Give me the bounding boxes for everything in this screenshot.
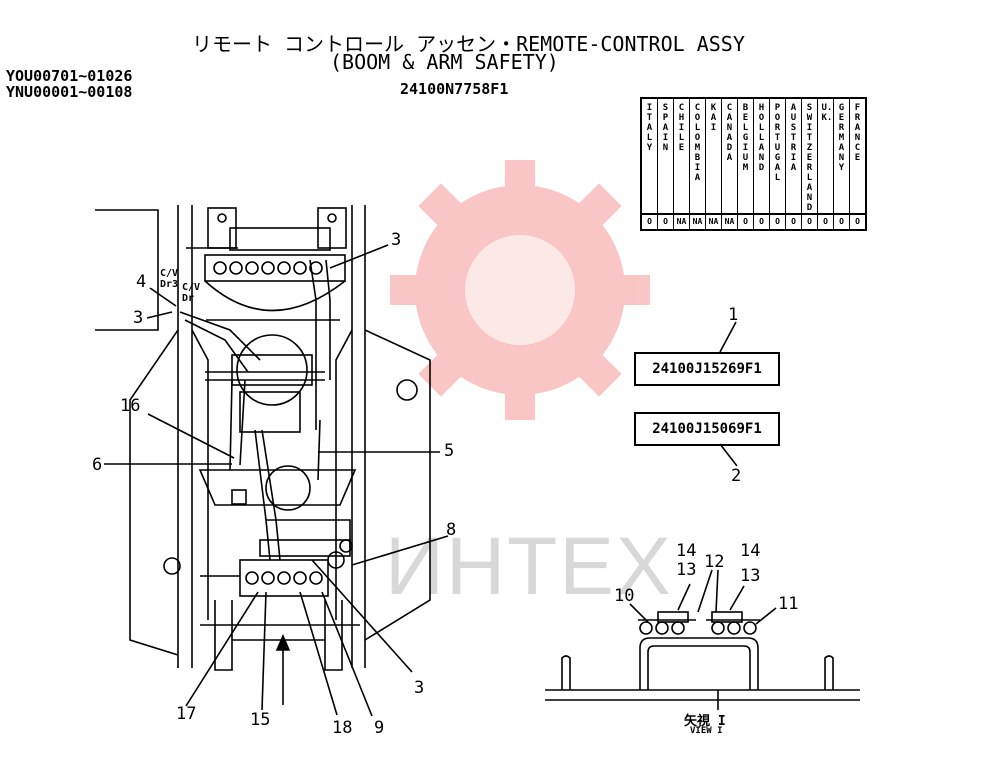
country-table: ITALY SPAIN CHILE COLOMBIA KAI CANADA BELGIUM H… [640, 97, 867, 231]
country-name: KAI [710, 103, 717, 133]
callout-3-bottom: 3 [414, 678, 425, 698]
country-name: GERMANY [838, 103, 845, 173]
view-callout-10: 10 [614, 586, 635, 606]
country-name-cell: HOLLAND [753, 97, 770, 215]
country-name-cell: COLOMBIA [689, 97, 706, 215]
cv-label-1: C/V [160, 268, 179, 279]
country-name: U.K. [821, 103, 833, 123]
country-name-cell: PORTUGAL [769, 97, 786, 215]
country-mark: O [785, 213, 802, 231]
callout-9: 9 [374, 718, 385, 738]
view-callout-14-right: 14 [740, 541, 761, 561]
country-mark: O [833, 213, 850, 231]
view-callout-13-right: 13 [740, 566, 761, 586]
callout-16: 16 [120, 396, 141, 416]
item-1-code-box: 24100J15269F1 [634, 352, 780, 386]
country-mark: O [849, 213, 867, 231]
item-2-number: 2 [731, 466, 742, 486]
view-label-jp: 矢視 I [684, 714, 726, 729]
page-subtitle: (BOOM & ARM SAFETY) [330, 50, 559, 74]
view-callout-13-left: 13 [676, 560, 697, 580]
callout-4: 4 [136, 272, 147, 292]
view-callout-12: 12 [704, 552, 725, 572]
country-name: SWITZER LAND [806, 103, 813, 213]
view-callout-14-left: 14 [676, 541, 697, 561]
assembly-part-number: 24100N7758F1 [400, 80, 509, 98]
item-1-number: 1 [728, 305, 739, 325]
country-name: CANADA [726, 103, 733, 163]
view-callout-11: 11 [778, 594, 799, 614]
cv-label-2: C/V [182, 282, 201, 293]
callout-17: 17 [176, 704, 197, 724]
country-mark: O [657, 213, 674, 231]
item-2-code-box: 24100J15069F1 [634, 412, 780, 446]
callout-8: 8 [446, 520, 457, 540]
cv-label-2b: Dr [182, 293, 195, 304]
callout-3-left: 3 [133, 308, 144, 328]
country-name: HOLLAND [758, 103, 765, 173]
serial-range-1: YOU00701~01026 [6, 67, 133, 85]
callout-5: 5 [444, 441, 455, 461]
callout-18: 18 [332, 718, 353, 738]
cv-label-1b: Dr3 [160, 279, 179, 290]
callout-3-top: 3 [391, 230, 402, 250]
country-name: CHILE [678, 103, 685, 153]
callout-15: 15 [250, 710, 271, 730]
country-mark: NA [673, 213, 690, 231]
country-name: FRANCE [854, 103, 861, 163]
country-name-cell: FRANCE [849, 97, 867, 215]
country-mark: O [737, 213, 754, 231]
country-name-cell: GERMANY [833, 97, 850, 215]
view-label-en: VIEW I [690, 726, 723, 736]
callout-6: 6 [92, 455, 103, 475]
country-mark: NA [705, 213, 722, 231]
watermark-text: ИНТЕХ [385, 521, 673, 612]
country-name: PORTUGAL [774, 103, 781, 183]
country-name-cell: AUSTRIA [785, 97, 802, 215]
serial-range-2: YNU00001~00108 [6, 83, 133, 101]
country-name: AUSTRIA [790, 103, 797, 173]
country-name: ITALY [646, 103, 653, 153]
page-title: リモート コントロール アッセン・REMOTE-CONTROL ASSY [192, 32, 745, 56]
country-name: COLOMBIA [694, 103, 701, 183]
country-name: SPAIN [662, 103, 669, 153]
country-name-cell: SWITZER LAND [801, 97, 818, 215]
country-name: BELGIUM [742, 103, 749, 173]
